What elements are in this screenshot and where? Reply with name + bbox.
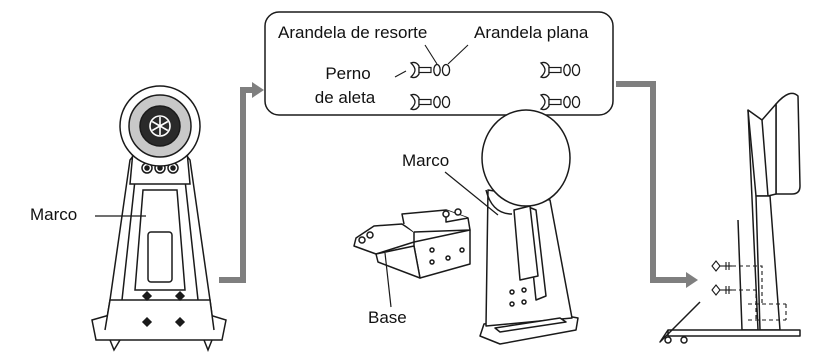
label-spring-washer: Arandela de resorte: [278, 23, 428, 42]
yamaha-tuning-fork-logo: [149, 115, 171, 137]
frame-middle-view: [479, 109, 579, 345]
label-wing-bolt-line1: Perno: [325, 64, 371, 83]
label-flat-washer: Arandela plana: [474, 23, 589, 42]
leader-base: [384, 252, 392, 308]
leader-marco-middle: [444, 171, 499, 216]
process-arrow-2: [616, 81, 698, 288]
label-marco-left: Marco: [30, 205, 78, 224]
label-wing-bolt-line2: de aleta: [314, 88, 376, 107]
parts-box: [264, 11, 614, 116]
side-view-bolts: [711, 260, 787, 321]
label-base: Base: [368, 308, 407, 327]
base-part: [353, 208, 471, 279]
side-view-assembly: [659, 92, 801, 344]
process-arrow-1: [219, 82, 264, 283]
label-marco-middle: Marco: [402, 151, 450, 170]
frame-front-view: [91, 85, 227, 353]
